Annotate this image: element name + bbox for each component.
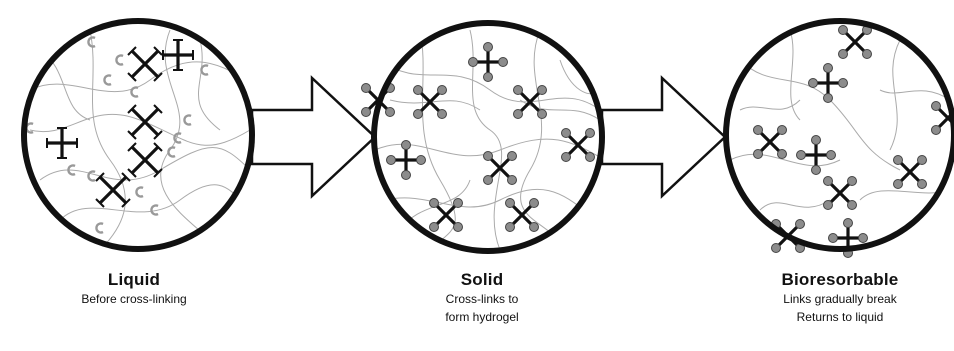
stage-description: Before cross-linking [81, 292, 187, 306]
bioresorbable-circle [723, 18, 954, 260]
stage-description: Returns to liquid [796, 310, 884, 324]
stage-description: form hydrogel [445, 310, 519, 324]
liquid-circle [21, 18, 255, 252]
solid-circle [359, 20, 605, 254]
stage-title: Bioresorbable [781, 270, 899, 289]
arrow-solid-to-bioresorbable [600, 75, 727, 199]
caption-liquid: Liquid Before cross-linking [14, 270, 254, 308]
stage-title: Liquid [107, 270, 161, 289]
stage-title: Solid [460, 270, 504, 289]
caption-solid: Solid Cross-links to form hydrogel [362, 270, 602, 326]
caption-bioresorbable: Bioresorbable Links gradually break Retu… [720, 270, 954, 326]
stage-description: Links gradually break [783, 292, 897, 306]
arrow-liquid-to-solid [250, 75, 377, 199]
stage-description: Cross-links to [445, 292, 519, 306]
